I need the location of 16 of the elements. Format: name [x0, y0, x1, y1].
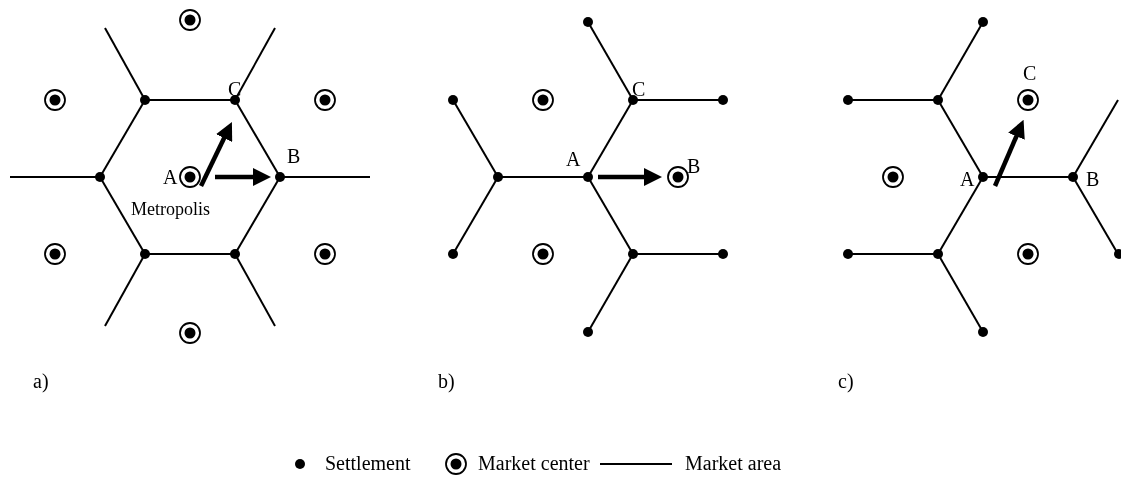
legend-label: Market center [478, 452, 590, 474]
panel-label: c) [838, 370, 854, 392]
point-label: A [163, 166, 178, 188]
point-label: C [228, 78, 242, 100]
point-label: C [1023, 62, 1037, 84]
legend-label: Market area [685, 452, 782, 474]
point-label: B [287, 145, 301, 167]
point-label: B [687, 155, 701, 177]
point-label: A [960, 168, 975, 190]
panel-label: a) [33, 370, 49, 392]
point-label: B [1086, 168, 1100, 190]
place-label: Metropolis [131, 198, 210, 220]
point-label: C [632, 78, 646, 100]
panel-label: b) [438, 370, 455, 392]
legend-label: Settlement [325, 452, 411, 474]
point-label: A [566, 148, 581, 170]
